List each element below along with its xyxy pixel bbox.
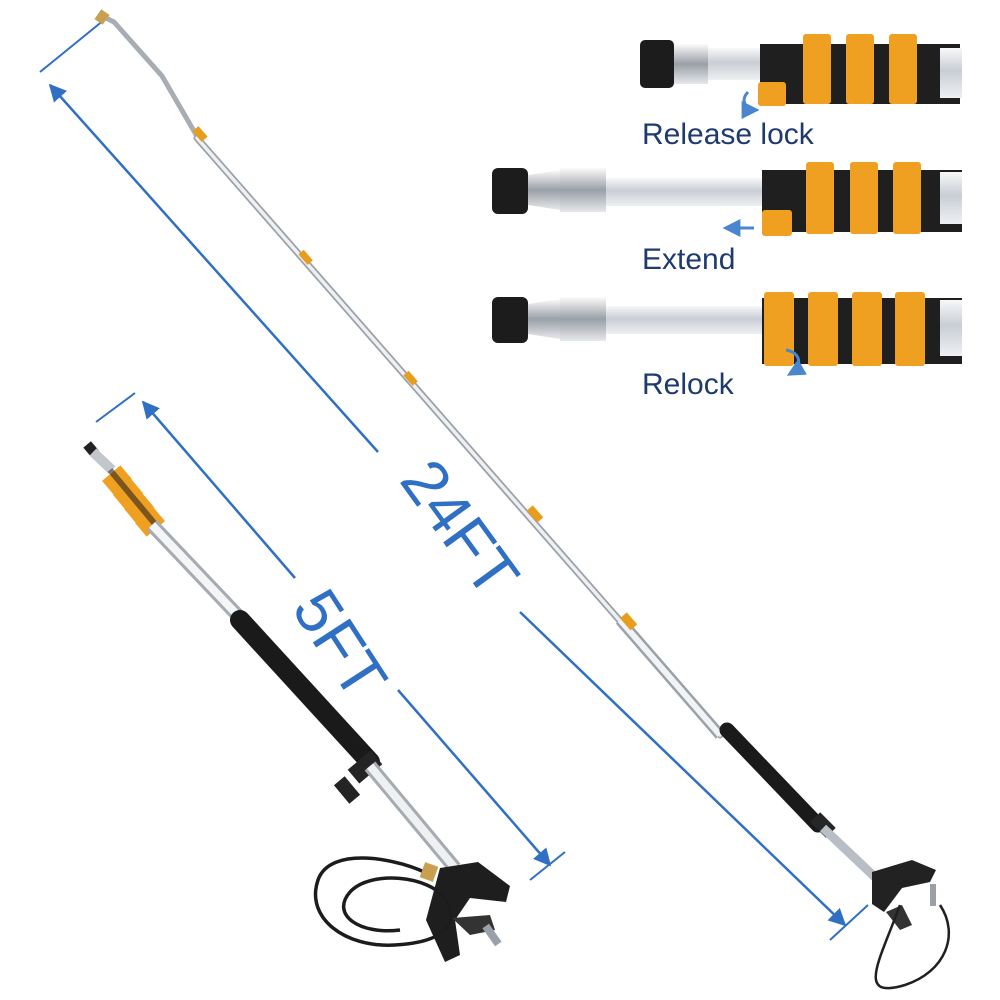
step-label-extend: Extend bbox=[642, 243, 736, 276]
long-wand bbox=[94, 9, 951, 990]
short-wand bbox=[83, 441, 510, 962]
step-relock-illustration bbox=[492, 292, 962, 376]
step-extend-illustration bbox=[492, 162, 962, 237]
step-release-illustration bbox=[640, 34, 962, 119]
step-label-release-lock: Release lock bbox=[642, 118, 814, 151]
dimension-5ft bbox=[95, 392, 566, 881]
step-label-relock: Relock bbox=[642, 368, 734, 401]
short-wand-clamps bbox=[102, 465, 165, 537]
dimension-24ft bbox=[39, 19, 869, 941]
